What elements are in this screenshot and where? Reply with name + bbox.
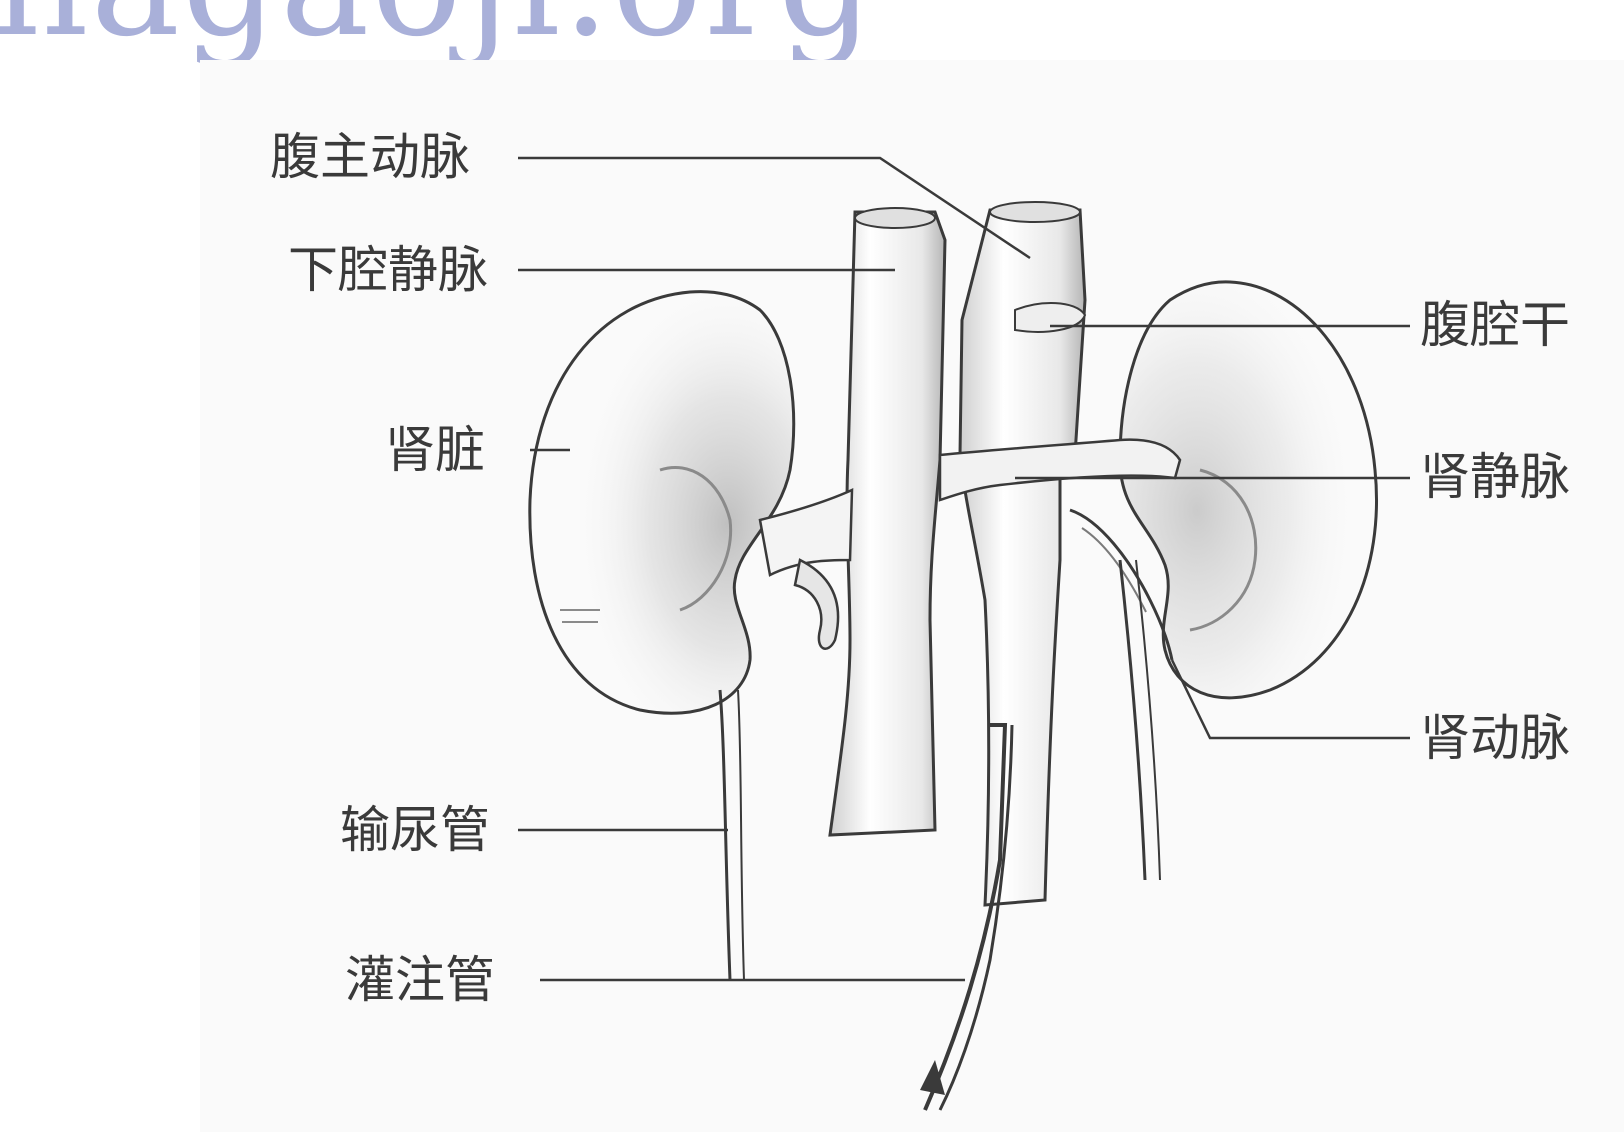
label-perfusion-catheter: 灌注管 bbox=[345, 955, 495, 1005]
label-kidney: 肾脏 bbox=[385, 425, 485, 475]
left-renal-vessels bbox=[760, 490, 852, 649]
abdominal-aorta bbox=[960, 202, 1085, 905]
left-ureter bbox=[720, 690, 744, 980]
right-kidney bbox=[1120, 282, 1377, 698]
label-celiac-trunk: 腹腔干 bbox=[1420, 300, 1570, 350]
label-inferior-vena-cava: 下腔静脉 bbox=[288, 245, 488, 295]
left-kidney bbox=[530, 292, 794, 714]
label-abdominal-aorta: 腹主动脉 bbox=[270, 132, 470, 182]
label-renal-vein: 肾静脉 bbox=[1420, 452, 1570, 502]
label-renal-artery: 肾动脉 bbox=[1420, 713, 1570, 763]
leader-aorta bbox=[518, 158, 1030, 258]
label-ureter: 输尿管 bbox=[340, 805, 490, 855]
